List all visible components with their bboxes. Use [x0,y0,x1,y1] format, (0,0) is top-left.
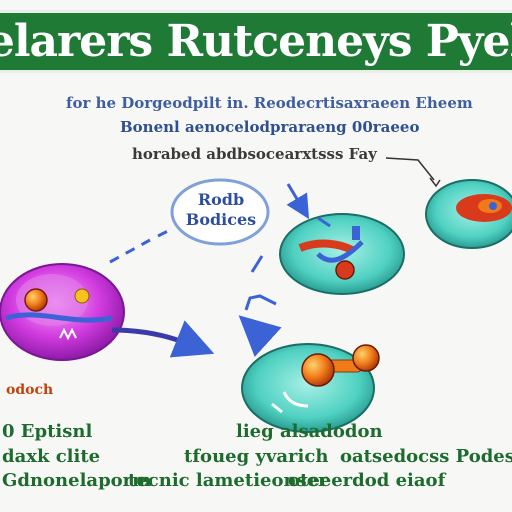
bubble-label-line-1: Rodb [197,190,245,209]
bottom-line-3-mid: tecnic lametieonser [128,470,328,491]
page-title: elarers Rutceneys Pyel [0,16,512,67]
note-line-3: horabed abdbsocearxtsss Fay [132,145,377,163]
bottom-line-3-left: Gdnonelaporm [2,470,152,491]
bottom-line-2-right: oatsedocss Podesor [340,446,512,467]
bubble-label-line-2: Bodices [185,210,257,229]
disc-receptor-icon [279,213,405,295]
dashed-arrow [109,228,171,264]
arrow-icon [111,320,215,358]
note-line-1: for he Dorgeodpilt in. Reodecrtisaxraeen… [66,94,473,112]
label-bubble [170,178,270,246]
title-banner: elarers Rutceneys Pyel [0,10,512,73]
disc-key-icon [241,343,380,433]
bottom-line-2-mid: tfoueg yvarich [184,446,329,467]
bottom-line-2-left: daxk clite [2,446,101,467]
side-label: odoch [6,382,54,398]
cell-icon [0,263,125,361]
bubble-label: Rodb Bodices [178,190,264,230]
disc-oval-icon [425,179,512,249]
bottom-line-3-right: oteeerdod eiaof [288,470,446,491]
note-line-2: Bonenl aenocelodpraraeng 00raeeo [120,118,420,136]
bottom-line-1-left: 0 Eptisnl [2,421,93,442]
bottom-line-1-right: lieg alsadodon [236,421,383,442]
